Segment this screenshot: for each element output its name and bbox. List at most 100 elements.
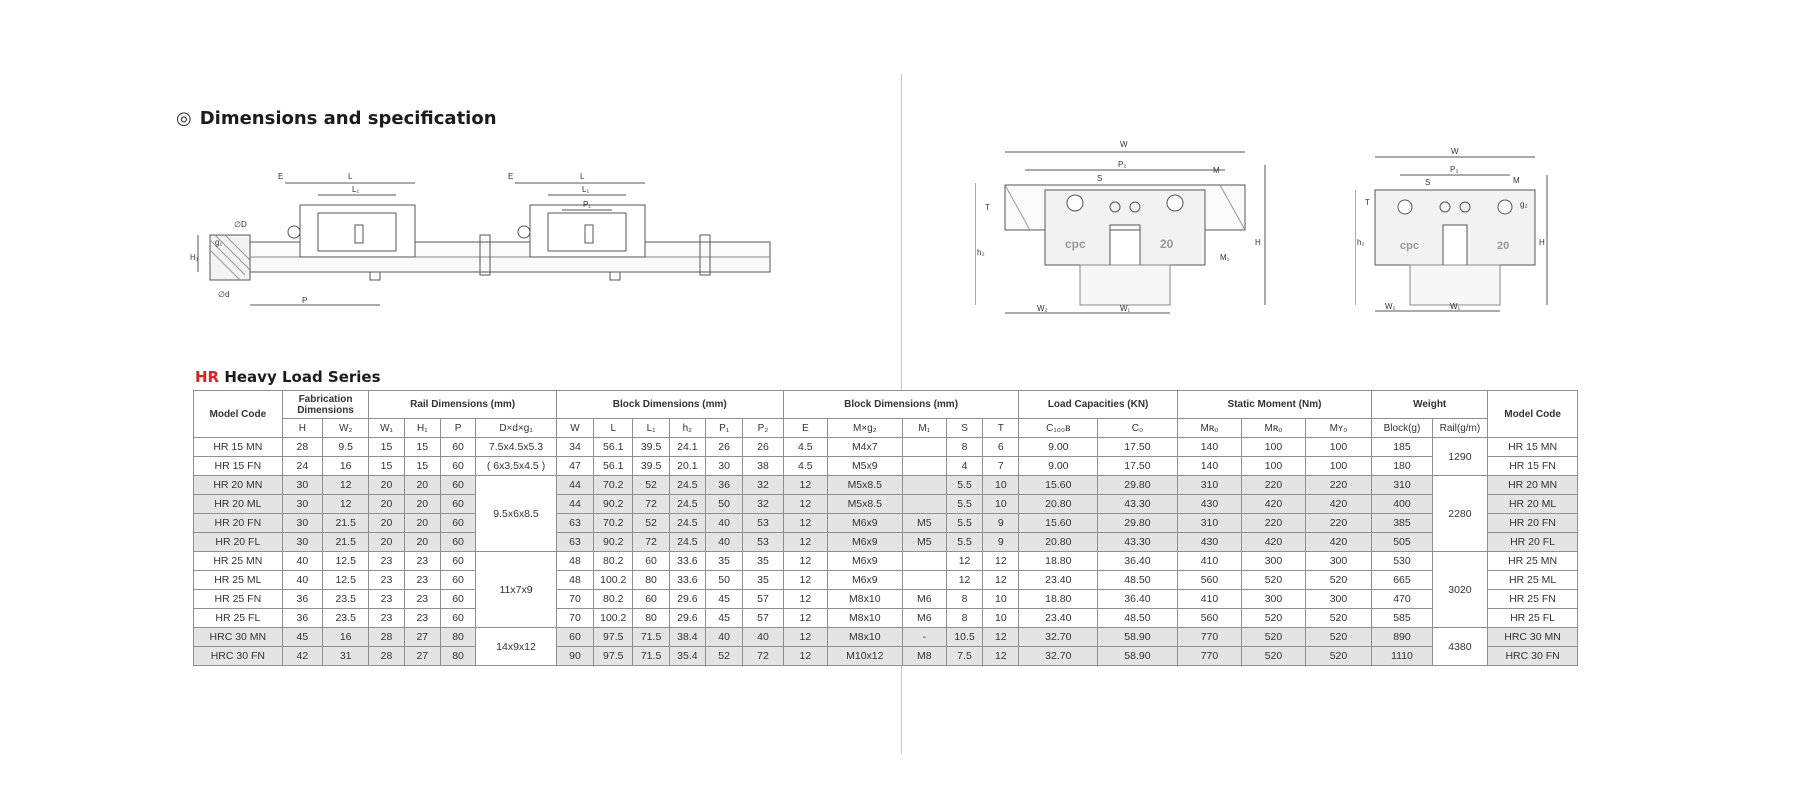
dim-label-W2: W₂ bbox=[1037, 304, 1048, 313]
table-cell: 26 bbox=[704, 437, 744, 457]
table-cell: 38 bbox=[742, 456, 784, 476]
table-cell: 12 bbox=[782, 589, 829, 609]
table-cell: 23 bbox=[368, 589, 405, 609]
table-cell: 12 bbox=[982, 551, 1020, 571]
table-cell: 4380 bbox=[1431, 627, 1489, 666]
table-cell: 57 bbox=[742, 589, 784, 609]
table-cell: 44 bbox=[555, 475, 595, 495]
table-cell: 90.2 bbox=[593, 494, 634, 514]
table-cell: 560 bbox=[1176, 608, 1243, 628]
table-cell: 24.5 bbox=[668, 513, 706, 533]
header-model-code-right: Model Code bbox=[1487, 390, 1578, 438]
table-cell: HR 15 FN bbox=[193, 456, 283, 476]
table-cell: 15.60 bbox=[1018, 513, 1099, 533]
table-cell: 8 bbox=[945, 608, 984, 628]
header-static-moment: Static Moment (Nm) bbox=[1176, 390, 1373, 419]
table-cell: 12 bbox=[782, 608, 829, 628]
dim-label-W1: W₁ bbox=[1120, 304, 1131, 313]
table-cell: 50 bbox=[704, 494, 744, 514]
table-cell: 890 bbox=[1371, 627, 1433, 647]
table-cell: 180 bbox=[1371, 456, 1433, 476]
table-cell: 220 bbox=[1304, 513, 1373, 533]
table-cell: HR 25 ML bbox=[193, 570, 283, 590]
table-cell: 42 bbox=[281, 646, 324, 666]
table-cell: 310 bbox=[1176, 475, 1243, 495]
table-cell: 72 bbox=[632, 532, 670, 552]
table-cell: 48.50 bbox=[1097, 608, 1178, 628]
table-cell: 20.80 bbox=[1018, 532, 1099, 552]
table-cell: 20 bbox=[368, 494, 405, 514]
table-cell: 32 bbox=[742, 475, 784, 495]
table-cell: 21.5 bbox=[321, 513, 370, 533]
table-cell: 23 bbox=[403, 570, 441, 590]
table-cell: 100.2 bbox=[593, 608, 634, 628]
table-cell: 430 bbox=[1176, 494, 1243, 514]
dim-label-M1: M₁ bbox=[1220, 253, 1230, 262]
table-cell: 520 bbox=[1241, 608, 1306, 628]
table-cell: 12 bbox=[782, 570, 829, 590]
table-cell: 30 bbox=[281, 513, 324, 533]
table-cell: 100 bbox=[1304, 456, 1373, 476]
table-cell: 300 bbox=[1304, 589, 1373, 609]
table-cell: 52 bbox=[632, 513, 670, 533]
subheader: Block(g) bbox=[1371, 418, 1433, 438]
table-cell: 8 bbox=[945, 437, 984, 457]
table-cell: 56.1 bbox=[593, 437, 634, 457]
table-cell: M6 bbox=[901, 589, 947, 609]
table-cell: 63 bbox=[555, 513, 595, 533]
table-cell: ( 6x3.5x4.5 ) bbox=[475, 456, 557, 476]
table-cell: 60 bbox=[439, 494, 477, 514]
table-cell: 15 bbox=[368, 437, 405, 457]
header-rail-dimensions: Rail Dimensions (mm) bbox=[368, 390, 557, 419]
table-cell: 420 bbox=[1304, 532, 1373, 552]
table-cell: 53 bbox=[742, 513, 784, 533]
table-cell: HR 15 FN bbox=[1487, 456, 1578, 476]
table-cell: 12 bbox=[982, 646, 1020, 666]
dim-label-h2: h₂ bbox=[977, 248, 985, 257]
table-cell: 12 bbox=[782, 475, 829, 495]
table-cell: HRC 30 FN bbox=[193, 646, 283, 666]
table-cell: 7.5x4.5x5.3 bbox=[475, 437, 557, 457]
dim-label-h2-small: h₂ bbox=[1357, 238, 1365, 247]
table-cell: 33.6 bbox=[668, 551, 706, 571]
table-cell: 29.6 bbox=[668, 589, 706, 609]
subheader: H bbox=[281, 418, 324, 438]
table-cell: 44 bbox=[555, 494, 595, 514]
table-cell: 30 bbox=[281, 475, 324, 495]
dim-label-g1: g₁ bbox=[215, 238, 222, 247]
table-cell: 9 bbox=[982, 532, 1020, 552]
subheader: W₂ bbox=[321, 418, 370, 438]
dim-label-W1-small: W₁ bbox=[1450, 302, 1461, 311]
table-cell: 17.50 bbox=[1097, 437, 1178, 457]
table-cell: HR 20 FL bbox=[193, 532, 283, 552]
header-load-capacities: Load Capacities (KN) bbox=[1018, 390, 1178, 419]
subheader: L₁ bbox=[632, 418, 670, 438]
table-cell: 4.5 bbox=[782, 456, 829, 476]
table-cell: 410 bbox=[1176, 589, 1243, 609]
table-cell: 520 bbox=[1304, 646, 1373, 666]
size-marking: 20 bbox=[1160, 237, 1174, 251]
table-cell: HR 25 ML bbox=[1487, 570, 1578, 590]
table-cell: 72 bbox=[742, 646, 784, 666]
series-prefix: HR bbox=[195, 368, 220, 386]
table-cell: M6x9 bbox=[827, 551, 903, 571]
table-cell: 60 bbox=[439, 570, 477, 590]
table-cell: 35 bbox=[742, 551, 784, 571]
table-cell: 9.00 bbox=[1018, 456, 1099, 476]
subheader: L bbox=[593, 418, 634, 438]
table-cell: 90 bbox=[555, 646, 595, 666]
table-cell: 35.4 bbox=[668, 646, 706, 666]
table-cell: 16 bbox=[321, 627, 370, 647]
dim-label-M-small: M bbox=[1513, 176, 1520, 185]
table-cell: 30 bbox=[281, 494, 324, 514]
table-cell: 300 bbox=[1304, 551, 1373, 571]
table-cell: 15 bbox=[403, 456, 441, 476]
table-cell: 5.5 bbox=[945, 475, 984, 495]
side-view-drawing: E L L₁ P ∅D g₁ H₁ ∅d E L L₁ P₁ bbox=[190, 172, 771, 306]
table-cell: 24.5 bbox=[668, 494, 706, 514]
subheader: P bbox=[439, 418, 477, 438]
table-cell: HR 25 FN bbox=[1487, 589, 1578, 609]
table-cell: 20 bbox=[403, 532, 441, 552]
subheader: Mʀ₀ bbox=[1241, 418, 1306, 438]
